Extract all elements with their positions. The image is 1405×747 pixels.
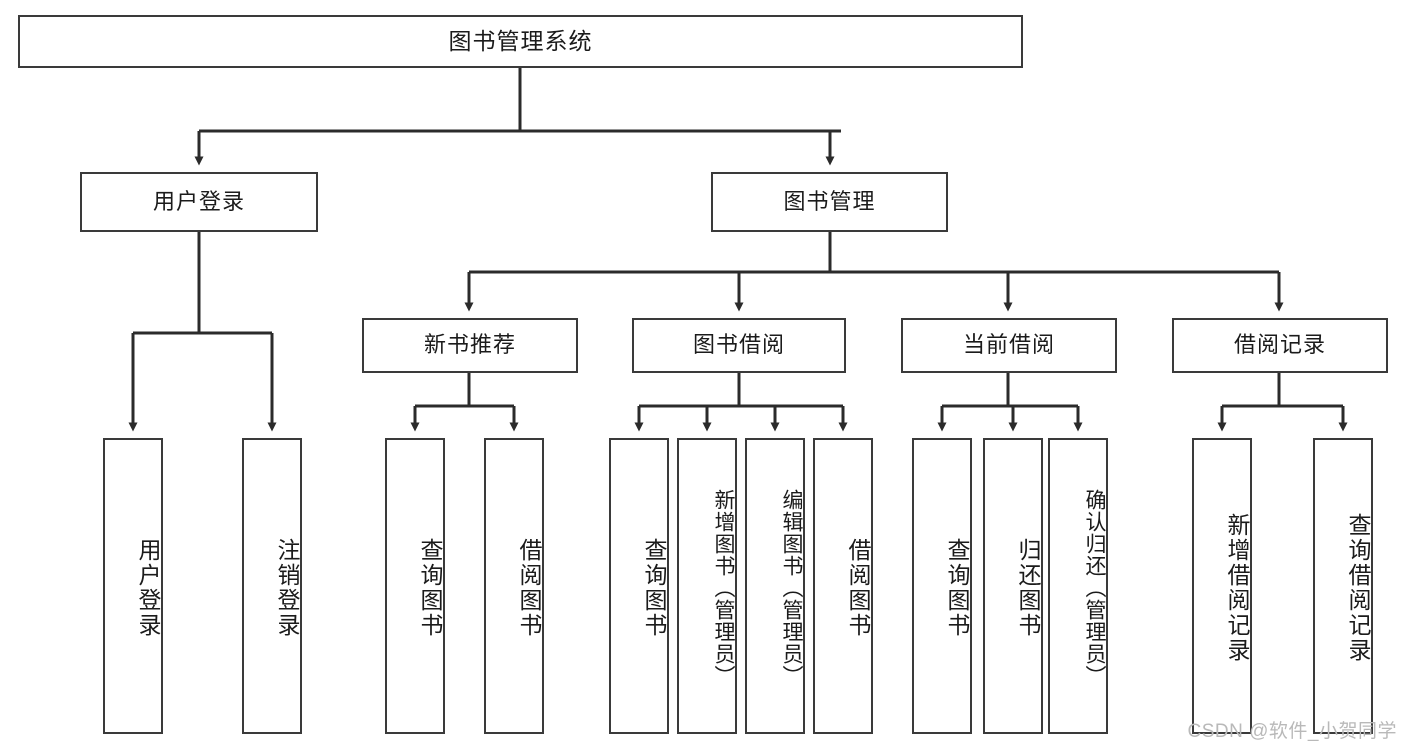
node-leaf[interactable]: 编辑图书（管理员） xyxy=(745,438,805,734)
node-label: 借阅图书 xyxy=(845,538,871,638)
node-leaf[interactable]: 查询借阅记录 xyxy=(1313,438,1373,734)
node-root-label: 图书管理系统 xyxy=(448,27,593,54)
node-label: 借阅记录 xyxy=(1233,332,1326,358)
node-leaf[interactable]: 借阅图书 xyxy=(813,438,873,734)
node-label: 图书借阅 xyxy=(692,332,785,358)
node-root-book-management-system[interactable]: 图书管理系统 xyxy=(18,15,1023,68)
node-leaf[interactable]: 归还图书 xyxy=(983,438,1043,734)
node-label: 查询图书 xyxy=(944,538,970,638)
node-label: 归还图书 xyxy=(1015,538,1041,638)
node-label: 用户登录 xyxy=(135,538,161,638)
node-label: 确认归还（管理员） xyxy=(1083,489,1106,687)
node-book-borrowing[interactable]: 图书借阅 xyxy=(632,318,846,373)
node-leaf[interactable]: 新增借阅记录 xyxy=(1192,438,1252,734)
node-current-borrowing[interactable]: 当前借阅 xyxy=(901,318,1117,373)
node-leaf[interactable]: 查询图书 xyxy=(912,438,972,734)
node-leaf[interactable]: 借阅图书 xyxy=(484,438,544,734)
node-leaf[interactable]: 注销登录 xyxy=(242,438,302,734)
node-leaf[interactable]: 用户登录 xyxy=(103,438,163,734)
node-leaf[interactable]: 确认归还（管理员） xyxy=(1048,438,1108,734)
node-book-management[interactable]: 图书管理 xyxy=(711,172,948,232)
node-user-login[interactable]: 用户登录 xyxy=(80,172,318,232)
node-label: 查询借阅记录 xyxy=(1345,513,1371,663)
node-label: 当前借阅 xyxy=(962,332,1055,358)
node-label: 用户登录 xyxy=(152,188,245,214)
node-borrow-records[interactable]: 借阅记录 xyxy=(1172,318,1388,373)
node-leaf[interactable]: 查询图书 xyxy=(385,438,445,734)
node-leaf[interactable]: 新增图书（管理员） xyxy=(677,438,737,734)
node-label: 图书管理 xyxy=(783,188,876,214)
node-label: 编辑图书（管理员） xyxy=(780,489,803,687)
node-label: 新增借阅记录 xyxy=(1224,513,1250,663)
node-label: 借阅图书 xyxy=(516,538,542,638)
node-new-book-recommendation[interactable]: 新书推荐 xyxy=(362,318,578,373)
node-label: 新书推荐 xyxy=(423,332,516,358)
node-leaf[interactable]: 查询图书 xyxy=(609,438,669,734)
node-label: 查询图书 xyxy=(417,538,443,638)
node-label: 查询图书 xyxy=(641,538,667,638)
watermark-text: CSDN @软件_小贺同学 xyxy=(1187,721,1397,742)
node-label: 新增图书（管理员） xyxy=(712,489,735,687)
node-label: 注销登录 xyxy=(274,538,300,638)
